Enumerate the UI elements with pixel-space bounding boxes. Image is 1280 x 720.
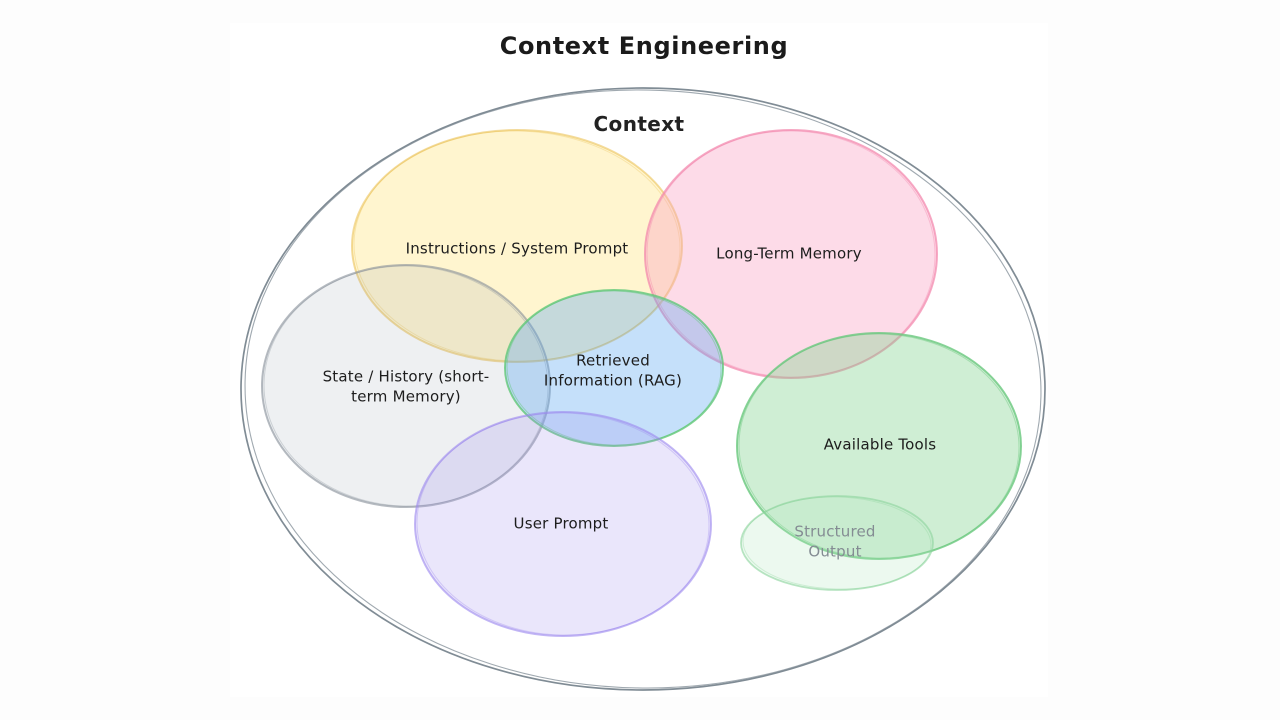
ellipse-long-term-memory (644, 129, 938, 379)
ellipse-structured-output (740, 495, 934, 591)
label-long-term-memory: Long-Term Memory (716, 245, 862, 263)
ellipse-state-history-short-term-memory-sketch (263, 265, 549, 507)
ellipse-structured-output-sketch (742, 496, 932, 590)
page-title: Context Engineering (499, 32, 789, 60)
label-instructions-system-prompt: Instructions / System Prompt (406, 240, 629, 258)
label-state-history-short-term-memory: State / History (short-term Memory) (323, 368, 490, 406)
label-user-prompt: User Prompt (514, 515, 609, 533)
ellipse-retrieved-information-rag-sketch (506, 290, 722, 446)
drawing-canvas (230, 23, 1048, 697)
context-boundary-ellipse (240, 87, 1046, 691)
ellipse-available-tools-sketch (738, 333, 1020, 559)
ellipse-retrieved-information-rag (504, 289, 724, 447)
ellipse-available-tools (736, 332, 1022, 560)
ellipse-state-history-short-term-memory (261, 264, 551, 508)
ellipse-user-prompt-sketch (416, 412, 710, 636)
context-boundary-ellipse-sketch (244, 89, 1042, 689)
ellipse-long-term-memory-sketch (646, 130, 936, 378)
ellipse-user-prompt (414, 411, 712, 637)
label-available-tools: Available Tools (824, 436, 937, 454)
context-ellipse-label: Context (593, 112, 685, 136)
ellipse-instructions-system-prompt-sketch (353, 130, 681, 362)
ellipse-instructions-system-prompt (351, 129, 683, 363)
